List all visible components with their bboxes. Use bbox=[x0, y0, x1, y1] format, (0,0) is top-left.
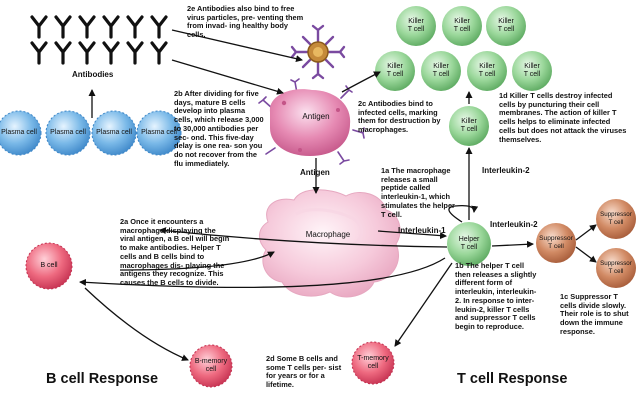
step-1b-text: 1b The helper T cell then releases a sli… bbox=[455, 261, 537, 331]
virus-particle-icon bbox=[290, 24, 346, 80]
killer-t-cells-group bbox=[375, 6, 552, 146]
plasma-cell-label: Plasma cell bbox=[96, 129, 132, 136]
suppressor-t-cell-label: Suppressor T cell bbox=[600, 260, 632, 275]
plasma-cell-label: Plasma cell bbox=[50, 129, 86, 136]
step-1a-text: 1a The macrophage releases a small pepti… bbox=[381, 166, 455, 219]
b-memory-label: B-memory cell bbox=[194, 358, 228, 373]
antigen-infected-cell bbox=[258, 78, 365, 165]
killer-t-cell-label: Killer T cell bbox=[497, 18, 515, 33]
step-1d-text: 1d Killer T cells destroy infected cells… bbox=[499, 91, 627, 144]
plasma-cell bbox=[45, 110, 91, 156]
t-memory-label: T-memory cell bbox=[357, 355, 389, 370]
step-2a-text: 2a Once it encounters a macrophage displ… bbox=[120, 217, 230, 287]
interleukin2-label: Interleukin-2 bbox=[490, 220, 538, 229]
step-2d-text: 2d Some B cells and some T cells per- si… bbox=[266, 354, 342, 390]
killer-t-cell-label: Killer T cell bbox=[407, 18, 425, 33]
killer-t-cell-label: Killer T cell bbox=[453, 18, 471, 33]
flow-arrows bbox=[79, 29, 597, 361]
killer-t-cell-label: Killer T cell bbox=[478, 63, 496, 78]
antigen-cell-label: Antigen bbox=[302, 112, 330, 121]
step-1c-text: 1c Suppressor T cells divide slowly. The… bbox=[560, 292, 629, 336]
plasma-cells-group bbox=[0, 110, 182, 156]
step-2c-text: 2c Antibodies bind to infected cells, ma… bbox=[358, 99, 441, 135]
plasma-cell bbox=[136, 110, 182, 156]
step-2e-text: 2e Antibodies also bind to free virus pa… bbox=[187, 4, 304, 40]
interleukin2-label: Interleukin-2 bbox=[482, 166, 530, 175]
plasma-cell bbox=[0, 110, 42, 156]
interleukin1-label: Interleukin-1 bbox=[398, 226, 446, 235]
killer-t-cell-label: Killer T cell bbox=[386, 63, 404, 78]
antigen-label: Antigen bbox=[300, 168, 330, 177]
plasma-cell-label: Plasma cell bbox=[1, 129, 37, 136]
b-memory-cell bbox=[189, 344, 233, 388]
killer-t-cell-label: Killer T cell bbox=[432, 63, 450, 78]
antibodies-group bbox=[30, 15, 168, 65]
killer-t-cell-label: Killer T cell bbox=[460, 118, 478, 133]
macrophage-label: Macrophage bbox=[305, 230, 351, 239]
t-memory-cell bbox=[351, 341, 395, 385]
antibodies-label: Antibodies bbox=[72, 70, 114, 79]
suppressor-t-cell-label: Suppressor T cell bbox=[600, 211, 632, 226]
b-cell-response-title: B cell Response bbox=[46, 371, 159, 387]
plasma-cell-label: Plasma cell bbox=[141, 129, 177, 136]
step-2b-text: 2b After dividing for five days, mature … bbox=[174, 89, 264, 168]
b-cell bbox=[25, 242, 73, 290]
suppressor-t-cell-label: Suppressor T cell bbox=[539, 235, 573, 250]
t-cell-response-title: T cell Response bbox=[457, 371, 568, 387]
b-cell-label: B cell bbox=[40, 262, 58, 269]
plasma-cell bbox=[91, 110, 137, 156]
killer-t-cell-label: Killer T cell bbox=[523, 63, 541, 78]
helper-t-cell-label: Helper T cell bbox=[458, 236, 480, 251]
suppressor-t-cells-group bbox=[536, 199, 636, 288]
helper-t-cell bbox=[447, 222, 491, 266]
